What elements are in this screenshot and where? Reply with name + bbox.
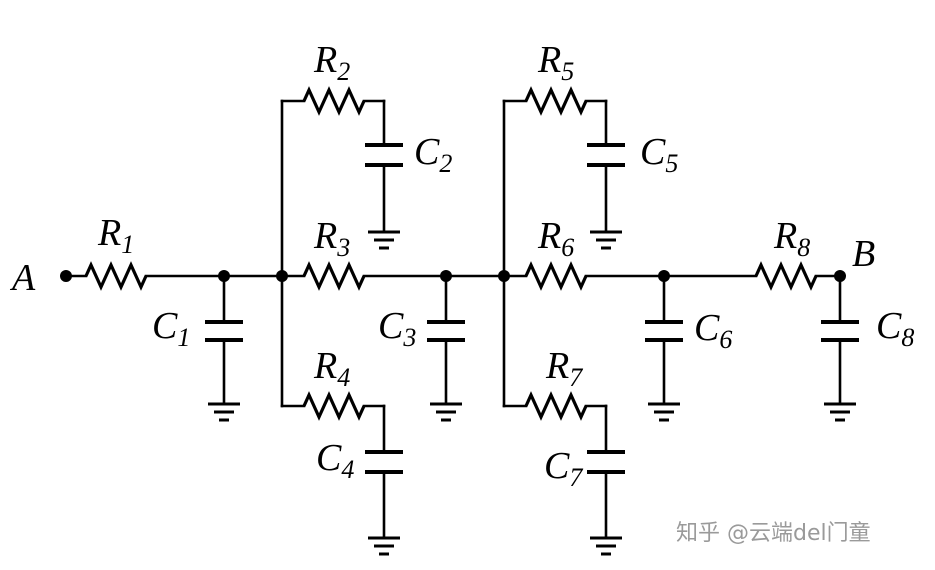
capacitor-c4: [365, 450, 403, 474]
junction-dot: [498, 270, 510, 282]
resistor-r5: [524, 86, 588, 116]
label-c7: C7: [544, 445, 583, 492]
resistor-r7: [524, 391, 588, 421]
junction-dot: [276, 270, 288, 282]
junctions: [60, 270, 846, 282]
label-c3: C3: [378, 305, 416, 352]
label-r3: R3: [313, 215, 350, 262]
ground-icon: [430, 402, 462, 422]
ground-icon: [824, 402, 856, 422]
label-c2: C2: [414, 131, 452, 178]
ground-icon: [368, 230, 400, 250]
label-r1: R1: [97, 212, 134, 259]
resistor-r8: [754, 261, 818, 291]
capacitor-c7: [587, 450, 625, 474]
label-c1: C1: [152, 305, 190, 352]
terminal-a-dot: [60, 270, 72, 282]
resistor-r6: [524, 261, 588, 291]
label-c4: C4: [316, 437, 354, 484]
wires: [64, 99, 842, 540]
resistors: [84, 86, 818, 421]
watermark: 知乎 @云端del门童: [676, 521, 871, 546]
node-a-label: A: [9, 257, 36, 299]
label-r6: R6: [537, 215, 574, 262]
label-c5: C5: [640, 131, 678, 178]
capacitor-c1: [205, 320, 243, 342]
label-r4: R4: [313, 345, 350, 392]
resistor-r3: [302, 261, 366, 291]
node-b-label: B: [852, 233, 875, 275]
label-r8: R8: [773, 215, 810, 262]
resistor-r2: [302, 86, 366, 116]
resistor-r1: [84, 261, 148, 291]
ground-icon: [368, 536, 400, 556]
capacitor-c8: [821, 320, 859, 342]
labels: A B R1 R2 R3 R4 R5 R6 R7 R8 C1 C2 C3 C4 …: [9, 39, 914, 492]
capacitor-c3: [427, 320, 465, 342]
capacitor-c2: [365, 143, 403, 167]
junction-dot: [218, 270, 230, 282]
label-r7: R7: [545, 345, 583, 392]
resistor-r4: [302, 391, 366, 421]
terminal-b-dot: [834, 270, 846, 282]
ground-icon: [590, 536, 622, 556]
label-c8: C8: [876, 305, 914, 352]
grounds: [208, 230, 856, 556]
capacitor-c6: [645, 320, 683, 342]
ground-icon: [648, 402, 680, 422]
label-c6: C6: [694, 307, 732, 354]
ground-icon: [208, 402, 240, 422]
capacitors: [205, 143, 859, 474]
junction-dot: [658, 270, 670, 282]
label-r5: R5: [537, 39, 574, 86]
ground-icon: [590, 230, 622, 250]
capacitor-c5: [587, 143, 625, 167]
junction-dot: [440, 270, 452, 282]
label-r2: R2: [313, 39, 350, 86]
